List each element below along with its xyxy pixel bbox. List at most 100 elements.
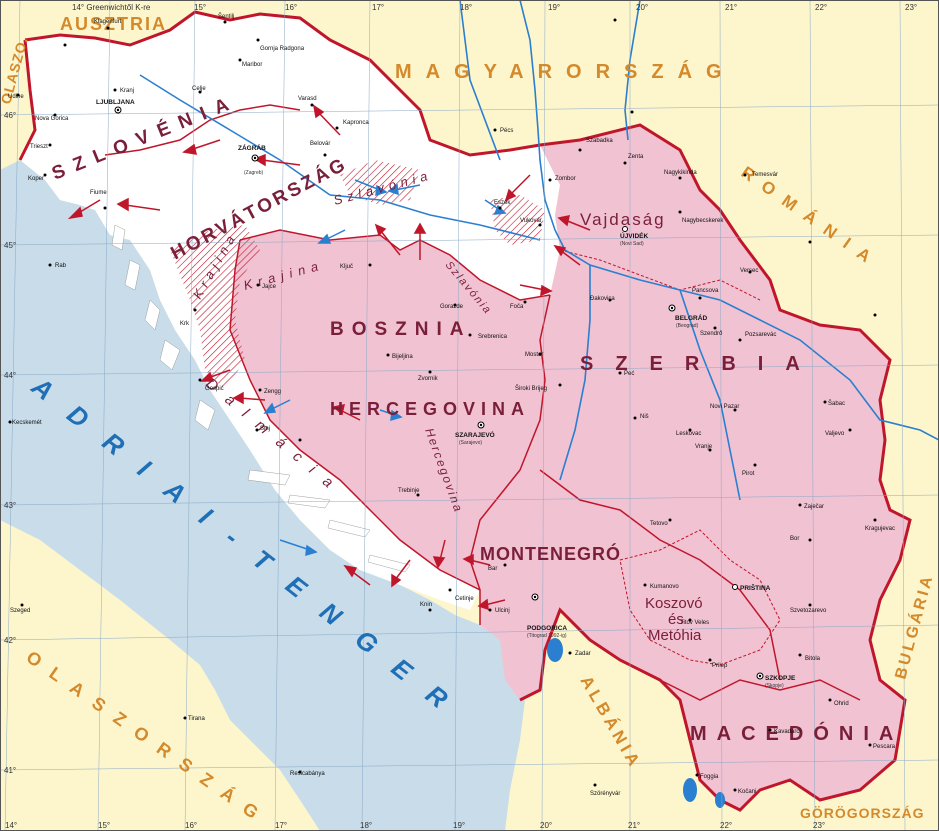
map-label: Pozsarevác [745, 332, 776, 338]
city-drobeta [873, 313, 877, 317]
city-stip: Ohrid [828, 698, 849, 707]
city-zadar: Gospić [198, 378, 224, 392]
city-uzice: Niš [633, 414, 649, 420]
city-leskovac: Bor [790, 536, 812, 542]
city-prilep: Kavadarci [768, 728, 801, 735]
label-vojvodina: Vajdaság [580, 210, 666, 229]
capital-novi-sad: ÚJVIDÉK (Novi Sad) [620, 226, 648, 247]
city-resita [808, 240, 812, 244]
city-pecs: Pécs [493, 128, 513, 134]
krajina-hatched-area [170, 225, 260, 390]
map-label: Mostar [525, 352, 543, 358]
city-pancevo: Pancsova [692, 288, 719, 300]
deg-top-19: 19° [548, 3, 560, 12]
city-gospic: Krk [180, 308, 197, 327]
city-nis: Zaječar [798, 503, 824, 510]
international-borders [18, 10, 912, 812]
city-prizren: Titov Veles [680, 618, 709, 626]
city-kraljevo: Vranje [695, 444, 713, 452]
map-label: Kočani [738, 789, 756, 795]
capitals: LJUBLJANA ZÁGRÁB (Zagreb) BELGRÁD (Beogr… [96, 99, 796, 689]
lakes [547, 638, 725, 808]
city-doboj: Gorazde [440, 303, 464, 310]
deg-bot-17: 17° [275, 821, 287, 830]
city-villach [63, 43, 67, 47]
map-label: Zadar [575, 651, 591, 657]
city-smederevo: Szendrő [700, 326, 723, 337]
city-krusevac: Pirot [742, 463, 757, 477]
map-label: Jajce [262, 284, 277, 290]
map-label: Nagykikinda [664, 170, 697, 176]
capital-sarajevo: SZARAJEVÓ (Sarajevo) [455, 421, 495, 446]
slavonia-hatched-area [490, 195, 545, 245]
city-bari: Resicabánya [290, 770, 325, 777]
map-label: Ulcinj [495, 608, 510, 614]
city-szeged [630, 110, 634, 114]
longitude-note: 14° Greenwichtől K-re [72, 3, 151, 12]
map-label: Rab [55, 263, 67, 269]
map-label: (Sarajevo) [459, 440, 482, 446]
deg-left-41: 41° [4, 766, 16, 775]
city-kecskemet [613, 18, 617, 22]
map-label: Prilep [712, 663, 728, 669]
map-label: Celje [192, 86, 206, 92]
city-kumanovo: Bitola [798, 653, 821, 662]
capital-skopje: SZKOPJE (Skopje) [756, 672, 796, 689]
map-label: Šentilj [218, 13, 234, 20]
deg-top-17: 17° [372, 3, 384, 12]
city-subotica: Szabadka [578, 138, 613, 152]
deg-left-43: 43° [4, 501, 16, 510]
map-label: Bitola [805, 656, 821, 662]
map-label: Novi Pazar [710, 404, 739, 410]
map-label: Gornja Radgona [260, 46, 305, 52]
map-label: Pirot [742, 471, 755, 477]
city-pirot: Kragujevac [865, 518, 895, 532]
city-tirana: Szörényvár [590, 783, 620, 797]
city-sibenik: Sinj [255, 426, 270, 432]
city-celje: Celje [192, 86, 206, 94]
deg-bot-22: 22° [720, 821, 732, 830]
capital-podgorica: PODGORICA (Titograd 1992-ig) [527, 593, 567, 639]
map-label: Zvornik [418, 376, 439, 382]
deg-left-46: 46° [4, 111, 16, 120]
label-kosovo-1: Koszovó [645, 595, 703, 612]
map-label: Trieszt [30, 144, 48, 150]
map-label: Zaječar [804, 504, 824, 510]
map-label: Valjevo [825, 431, 845, 437]
map-label: Varasd [298, 96, 317, 102]
slovenia-croatia-area [20, 12, 560, 610]
adriatic-sea [0, 160, 525, 831]
city-nova-gorica: Nova Gorica [35, 113, 69, 122]
map-label: Belovár [310, 141, 330, 147]
map-label: (Skopje) [765, 683, 784, 689]
map-label: Zombor [555, 176, 576, 182]
map-label: Krk [180, 321, 190, 327]
map-label: SZKOPJE [765, 675, 796, 682]
map-label: Vranje [695, 444, 713, 450]
city-trebinje: Cetinje [448, 588, 474, 602]
left-degree-labels: 46° 45° 44° 43° 42° 41° [4, 111, 16, 775]
map-label: (Beograd) [676, 323, 699, 329]
map-label: Szvetozarevo [790, 608, 827, 614]
city-zvornik: Mostar [525, 352, 543, 358]
city-tuzla: Srebrenica [468, 333, 508, 340]
map-label: Gospić [205, 386, 224, 392]
map-label: Tetovo [650, 521, 668, 527]
map-label: BELGRÁD [675, 313, 707, 322]
map-label: ZÁGRÁB [238, 143, 266, 152]
top-degree-labels: 15° 16° 17° 18° 19° 20° 21° 22° 23° [194, 3, 917, 12]
city-srebrenica: Široki Brijeg [515, 383, 562, 392]
map-label: Gorazde [440, 304, 464, 310]
deg-left-42: 42° [4, 636, 16, 645]
city-gornja-radgona: Gornja Radgona [256, 38, 305, 52]
map-label: Peć [624, 371, 634, 377]
deg-top-16: 16° [285, 3, 297, 12]
city-banja-luka: Ključ [340, 263, 372, 270]
city-ohrid: Foggia [695, 773, 719, 780]
deg-top-18: 18° [460, 3, 472, 12]
map-label: PRIŠTINA [740, 583, 771, 592]
city-sabac: Đakovica [590, 296, 615, 302]
city-niksic: Bar [488, 563, 507, 572]
map-label: Szendrő [700, 331, 723, 337]
